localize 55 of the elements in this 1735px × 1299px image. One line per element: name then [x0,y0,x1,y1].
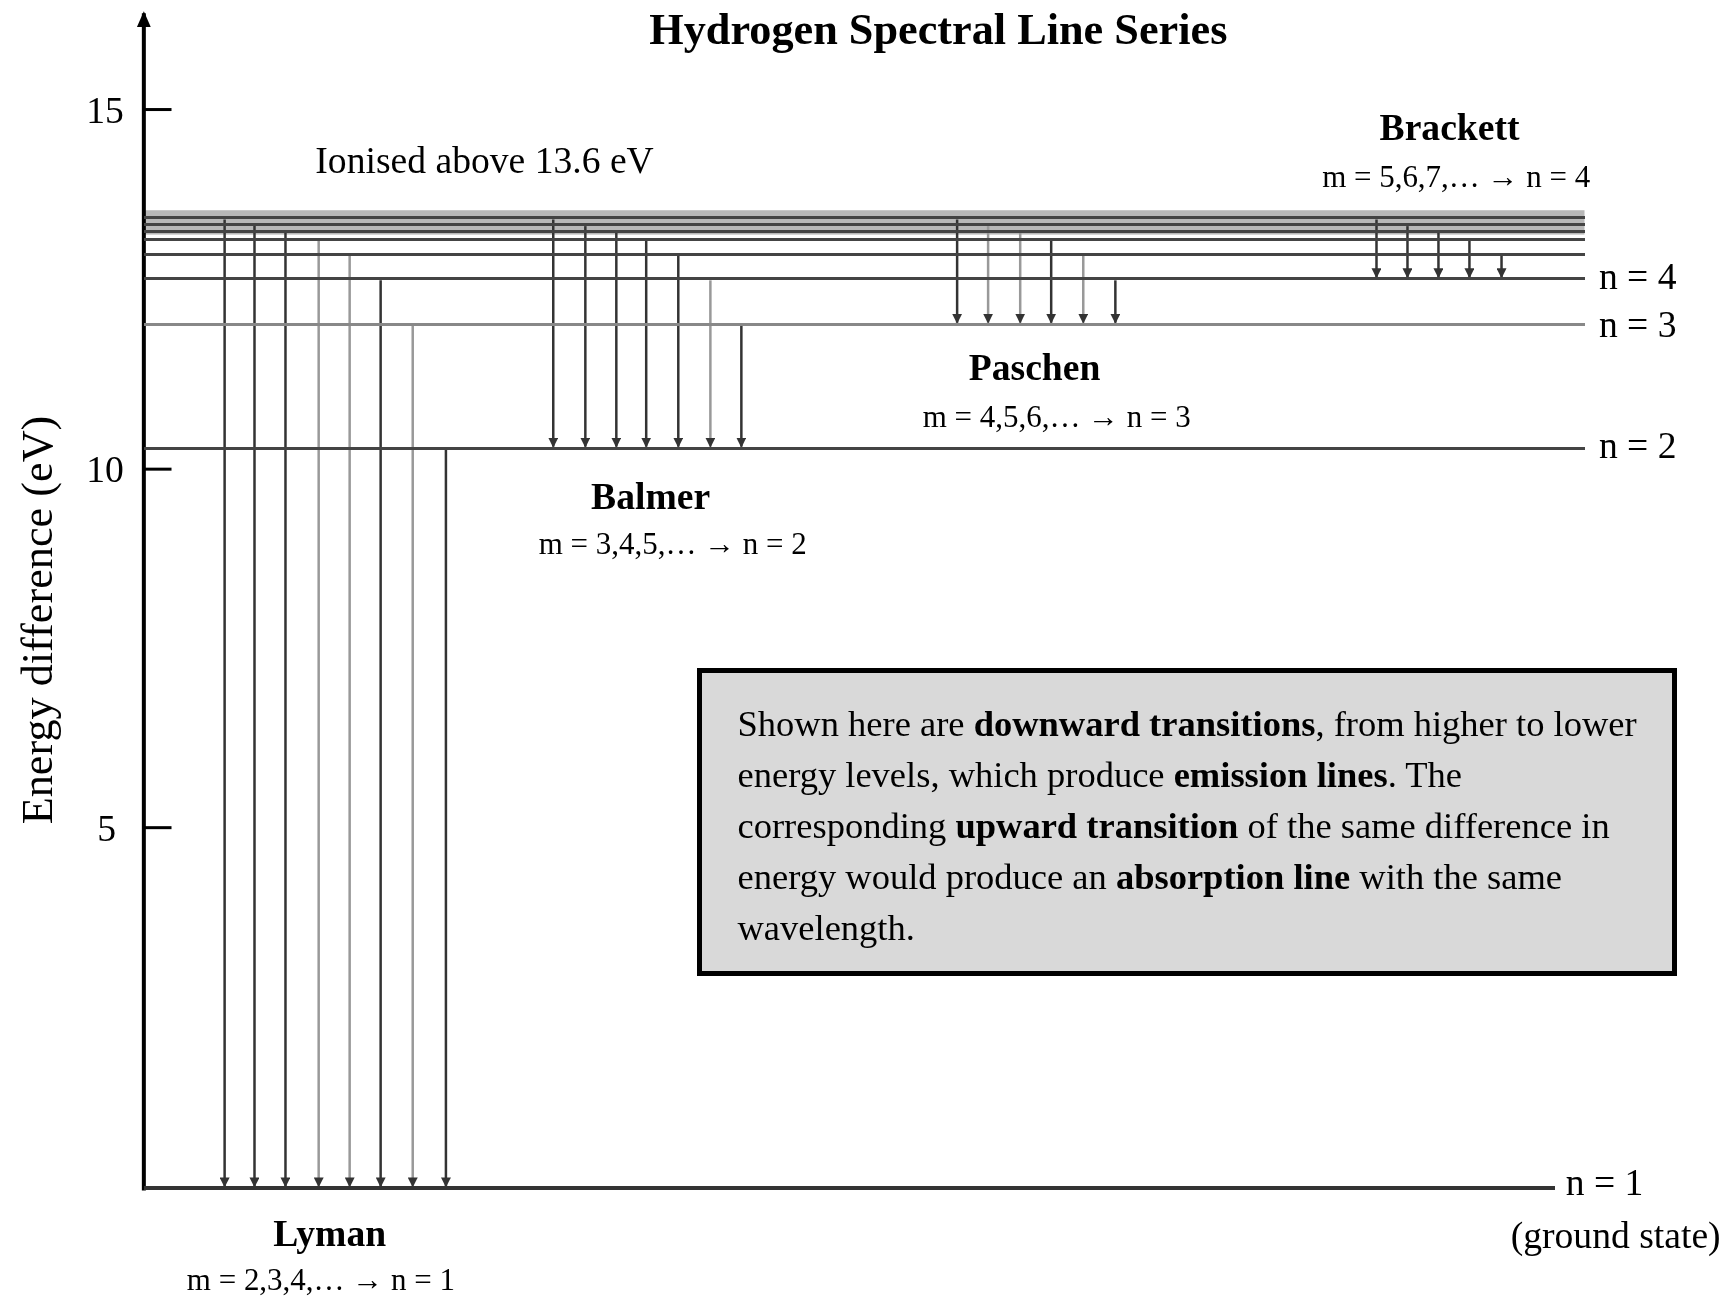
transition-arrow [548,219,559,448]
transition-arrow [1433,232,1444,279]
energy-level-line [143,277,1585,281]
level-label: n = 1 [1565,1159,1644,1204]
series-name: Paschen [968,345,1101,390]
transition-arrow [249,226,260,1188]
energy-level-line [143,322,1585,326]
energy-level-line [143,253,1585,256]
transition-arrow [1015,232,1026,324]
level-label: n = 4 [1598,253,1677,298]
tick-label: 15 [86,87,124,132]
transition-arrow [1464,240,1475,279]
series-formula: m = 4,5,6,… → n = 3 [922,399,1191,436]
transition-arrow [580,226,591,448]
series-name: Lyman [273,1210,387,1255]
transition-arrow [1402,226,1413,279]
tick-label: 10 [86,447,124,492]
transition-arrow [1110,280,1121,324]
transition-arrow [219,219,230,1188]
axis-title: Energy difference (eV) [11,415,62,824]
note-text: Shown here are downward transitions, from higher to lower energy levels, which produce emission lines. The corresponding upward transition of the same difference in energy would produce an absorption line with the same wavelength. [737,701,1638,951]
energy-level-line [143,216,1585,220]
transition-arrow [375,280,386,1188]
transition-arrow [983,226,994,324]
transition-arrow [1371,219,1382,279]
transition-arrow [1046,240,1057,324]
series-name: Brackett [1379,105,1520,150]
series-formula: m = 3,4,5,… → n = 2 [538,526,807,563]
level-label: n = 2 [1598,422,1677,467]
transition-arrow [611,232,622,448]
transition-arrow [407,325,418,1188]
transition-arrow [344,256,355,1188]
transition-arrow [1078,256,1089,324]
transition-arrow [952,219,963,324]
transition-arrow [1496,256,1507,279]
series-formula: m = 2,3,4,… → n = 1 [186,1262,455,1299]
tick-label: 5 [97,805,117,850]
transition-arrow [705,280,716,448]
transition-arrow [673,256,684,448]
diagram-title: Hydrogen Spectral Line Series [649,3,1228,55]
energy-level-line [143,237,1585,241]
level-label: n = 3 [1598,302,1677,347]
transition-arrow [736,325,747,448]
energy-level-line [143,229,1585,233]
note-box [697,668,1678,976]
transition-arrow [440,449,451,1188]
transition-arrow [641,240,652,448]
annotation-text: Ionised above 13.6 eV [315,138,654,183]
transition-arrow [280,232,291,1188]
level-label: (ground state) [1510,1212,1721,1257]
transition-arrow [313,240,324,1188]
series-formula: m = 5,6,7,… → n = 4 [1322,159,1591,196]
energy-level-line [143,446,1585,450]
energy-level-line [143,223,1585,227]
series-name: Balmer [591,473,711,518]
